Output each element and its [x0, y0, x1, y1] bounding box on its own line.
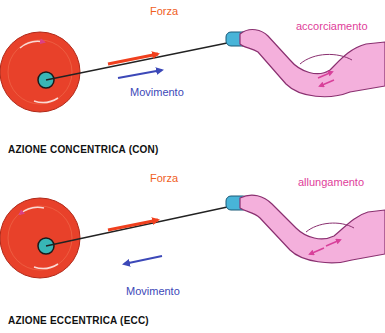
caption: AZIONE ECCENTRICA (ECC) — [8, 314, 149, 327]
force-arrow — [108, 220, 158, 230]
force-label: Forza — [150, 5, 178, 18]
cable — [46, 206, 232, 246]
force-arrow — [108, 54, 158, 64]
movement-arrow — [118, 70, 162, 78]
arm-flexed — [226, 30, 385, 97]
force-label: Forza — [150, 172, 178, 185]
arm-extended — [226, 195, 385, 263]
wheel — [0, 32, 80, 112]
movement-label: Movimento — [126, 285, 180, 298]
wheel — [0, 198, 80, 278]
caption: AZIONE CONCENTRICA (CON) — [8, 143, 159, 156]
movement-arrow — [124, 256, 162, 264]
cable — [46, 42, 232, 80]
muscle-label: allungamento — [298, 176, 364, 189]
movement-label: Movimento — [130, 86, 184, 99]
muscle-label: accorciamento — [296, 20, 368, 33]
